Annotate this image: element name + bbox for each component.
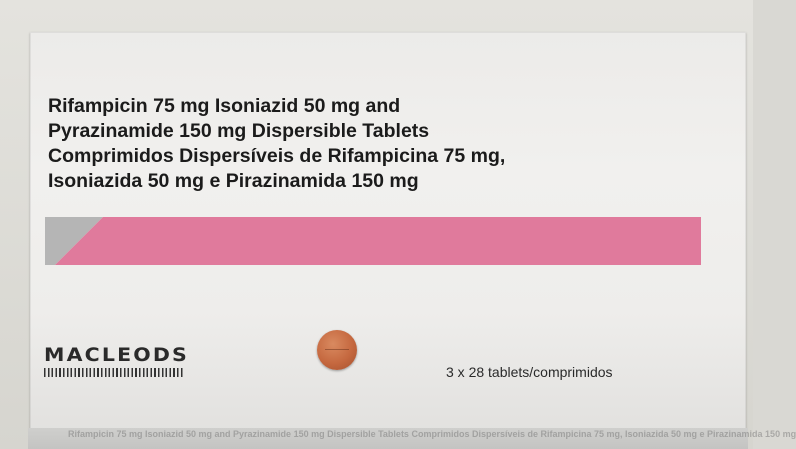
medicine-box: Rifampicin 75 mg Isoniazid 50 mg and Pyr… (30, 32, 746, 432)
side-panel-text: Rifampicin 75 mg Isoniazid 50 mg and Pyr… (68, 429, 796, 439)
title-line-3: Comprimidos Dispersíveis de Rifampicina … (48, 145, 506, 167)
tablet-icon (317, 330, 357, 370)
product-title: Rifampicin 75 mg Isoniazid 50 mg and Pyr… (48, 94, 688, 194)
color-band (45, 217, 701, 265)
box-side-panel: Rifampicin 75 mg Isoniazid 50 mg and Pyr… (28, 428, 796, 449)
title-line-4: Isoniazida 50 mg e Pirazinamida 150 mg (48, 170, 419, 192)
macleods-logo: MACLEODS (44, 345, 204, 377)
grey-wedge (45, 217, 103, 265)
barcode-icon (44, 368, 184, 377)
pack-count: 3 x 28 tablets/comprimidos (446, 364, 613, 380)
title-line-1: Rifampicin 75 mg Isoniazid 50 mg and (48, 95, 401, 117)
pink-band (55, 217, 701, 265)
brand-name: MACLEODS (44, 344, 189, 366)
color-band-graphic (45, 217, 701, 265)
title-line-2: Pyrazinamide 150 mg Dispersible Tablets (48, 120, 430, 142)
